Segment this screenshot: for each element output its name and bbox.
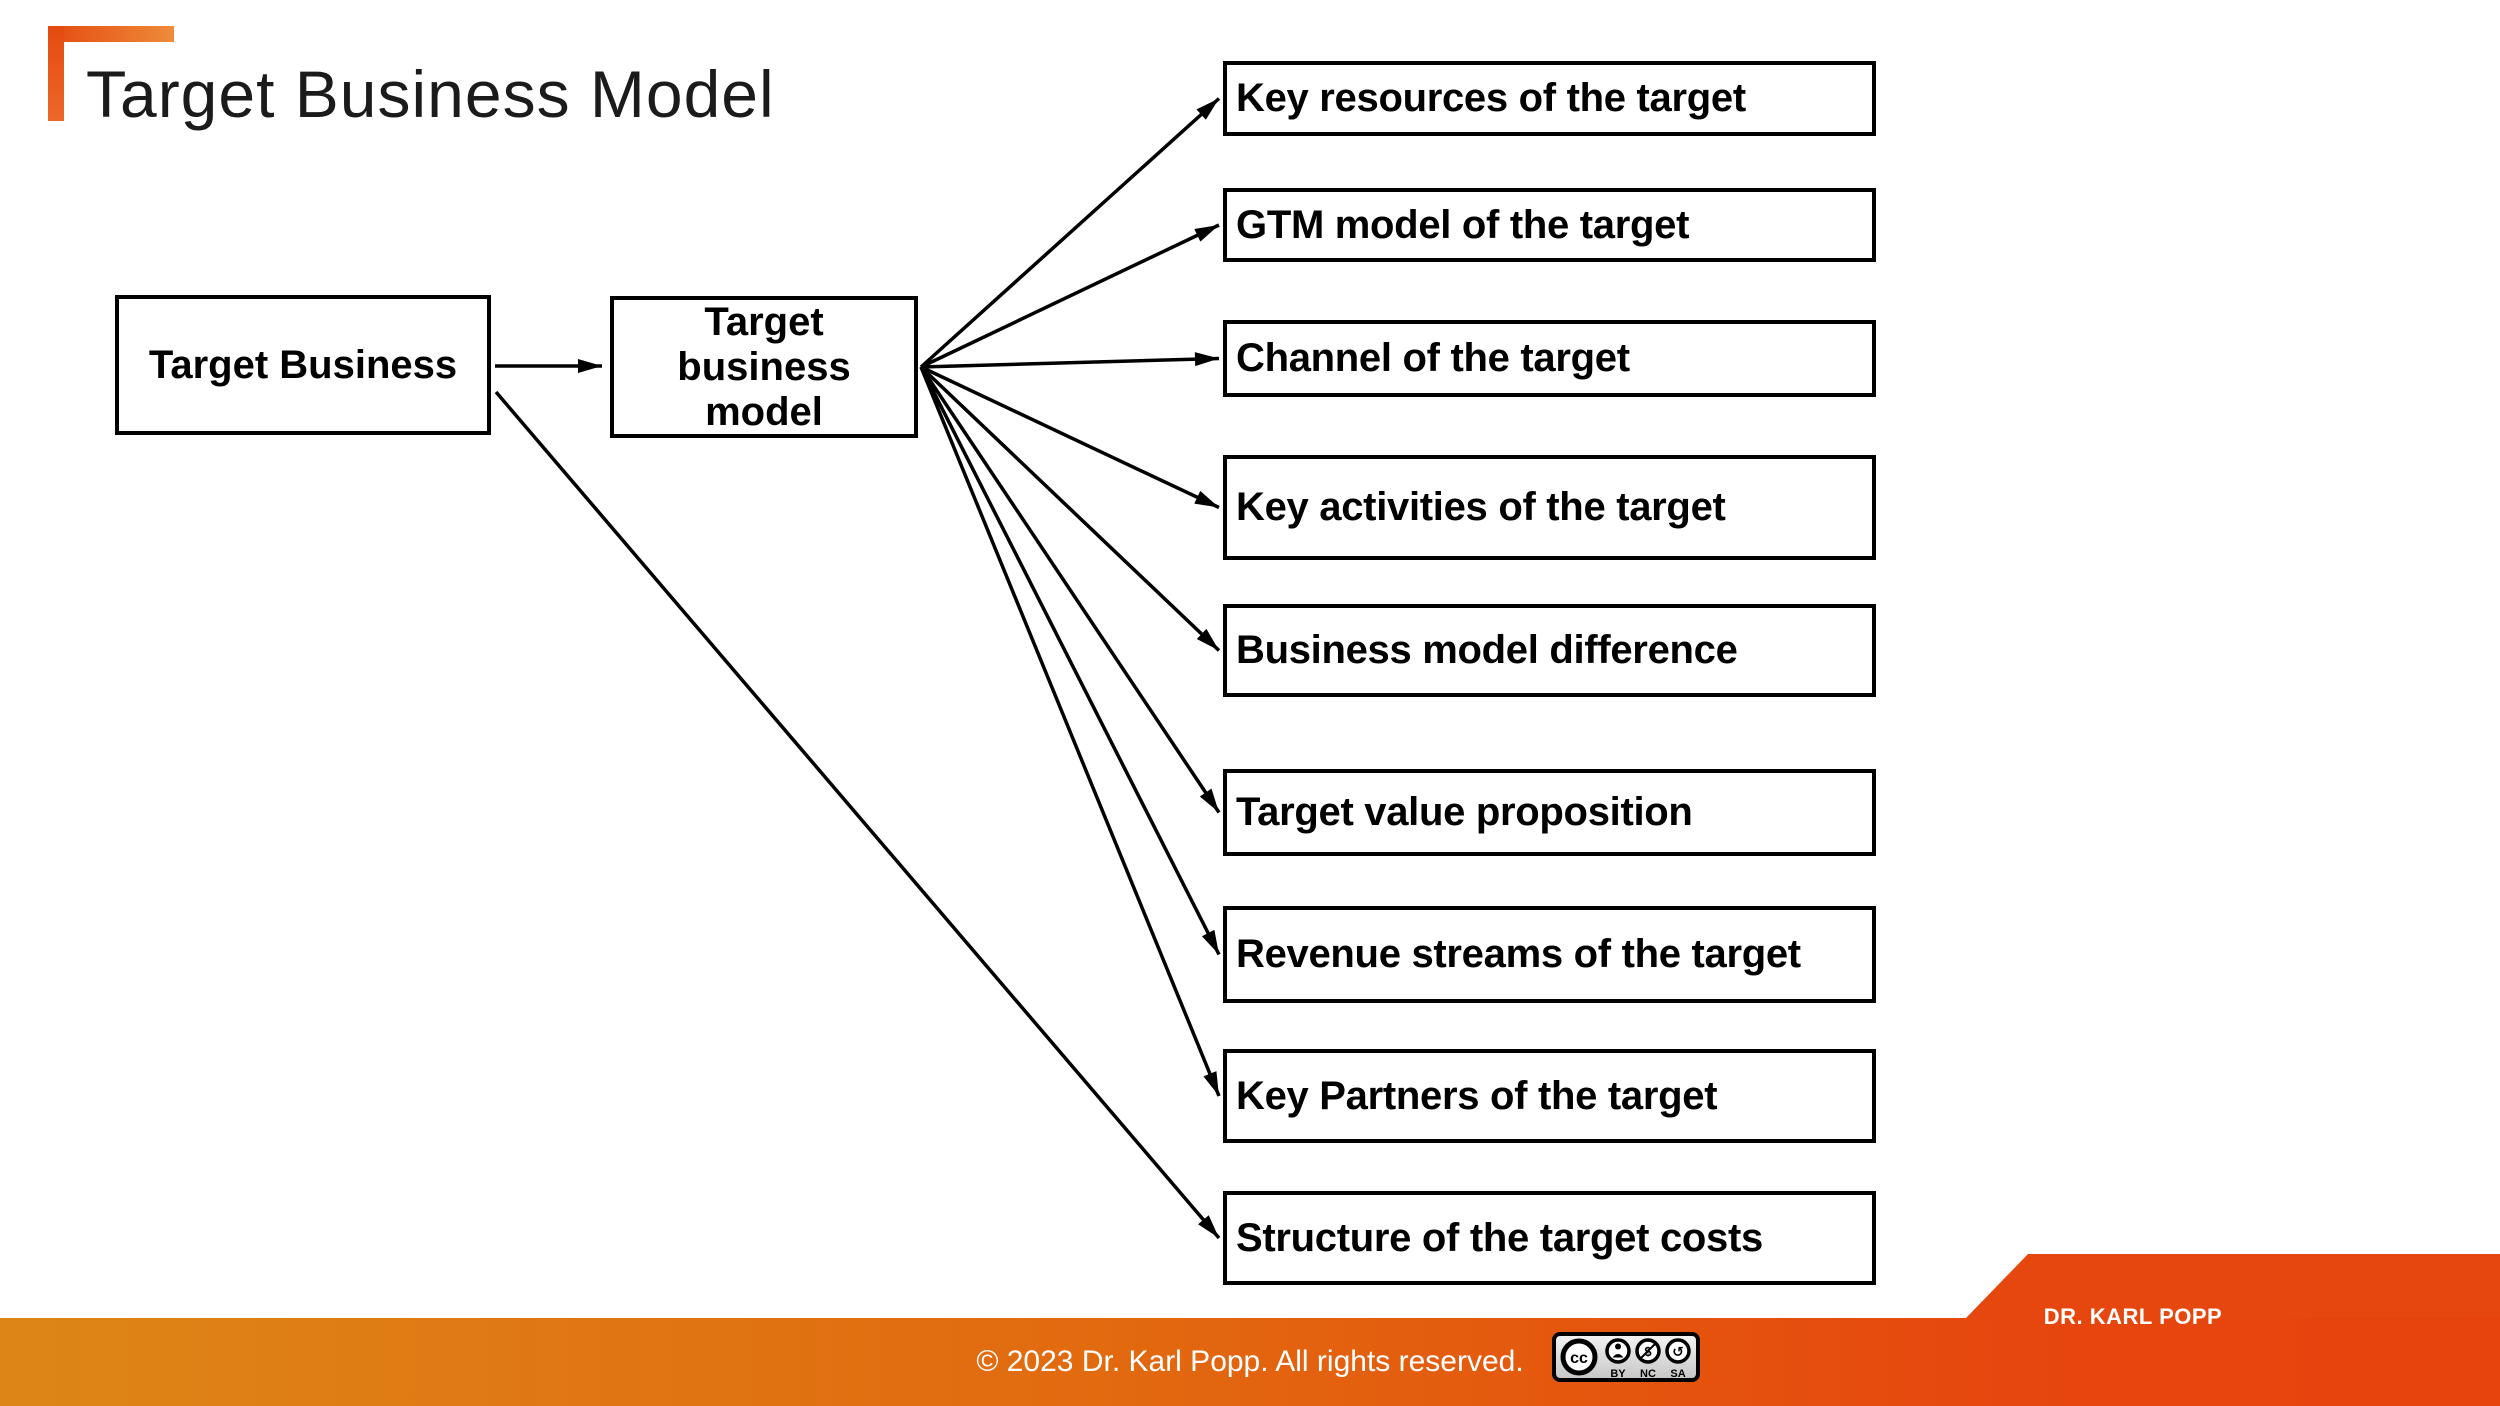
target-box: Target value proposition [1223,769,1876,856]
target-box-label: Channel of the target [1236,336,1630,380]
svg-text:cc: cc [1570,1350,1588,1367]
source-box-label: Target Business [148,342,458,387]
by-icon [1605,1338,1631,1364]
connector-line [920,352,1220,369]
target-box-label: GTM model of the target [1236,202,1690,247]
svg-text:SA: SA [1670,1368,1685,1380]
corner-accent-vertical [48,26,64,121]
svg-text:NC: NC [1640,1368,1656,1380]
target-box-label: Revenue streams of the target [1236,932,1801,976]
svg-text:BY: BY [1610,1368,1626,1380]
connector-line [919,366,1221,956]
connector-line [494,390,1221,1240]
target-box: GTM model of the target [1223,188,1876,262]
footer-bar [0,1318,2500,1406]
target-box-label: Structure of the target costs [1236,1215,1763,1260]
hub-box-label-line: Target [704,299,824,344]
connector-line [919,97,1221,369]
hub-box-label-line: business [677,344,851,389]
target-box: Key activities of the target [1223,455,1876,560]
corner-accent-horizontal [48,26,174,42]
sa-icon: ↺ [1665,1338,1691,1364]
target-box: Structure of the target costs [1223,1191,1876,1285]
author-label: DR. KARL POPP [2043,1304,2223,1329]
target-box: Business model difference [1223,604,1876,697]
target-box: Channel of the target [1223,320,1876,397]
hub-box-label-line: model [705,389,823,434]
connector-line [919,365,1221,652]
connector-line [920,223,1220,369]
source-box: Target Business [115,295,491,435]
target-box-label: Business model difference [1236,628,1738,672]
target-box: Key Partners of the target [1223,1049,1876,1143]
target-box-label: Key resources of the target [1236,76,1746,120]
target-box: Revenue streams of the target [1223,906,1876,1003]
target-box: Key resources of the target [1223,61,1876,136]
connector-line [919,366,1221,814]
target-box-label: Key Partners of the target [1236,1073,1718,1118]
page-title: Target Business Model [86,57,775,131]
copyright-text: © 2023 Dr. Karl Popp. All rights reserve… [976,1345,1524,1378]
connector-line [919,366,1221,1097]
cc-license-badge: cc $ ↺ BY NC SA [1552,1332,1700,1382]
nc-icon: $ [1635,1338,1661,1364]
target-box-label: Target value proposition [1236,790,1693,834]
connector-line [920,365,1220,510]
footer-wedge [1966,1254,2500,1318]
cc-icon: cc [1560,1338,1598,1376]
svg-text:↺: ↺ [1672,1345,1684,1361]
target-box-label: Key activities of the target [1236,485,1726,529]
